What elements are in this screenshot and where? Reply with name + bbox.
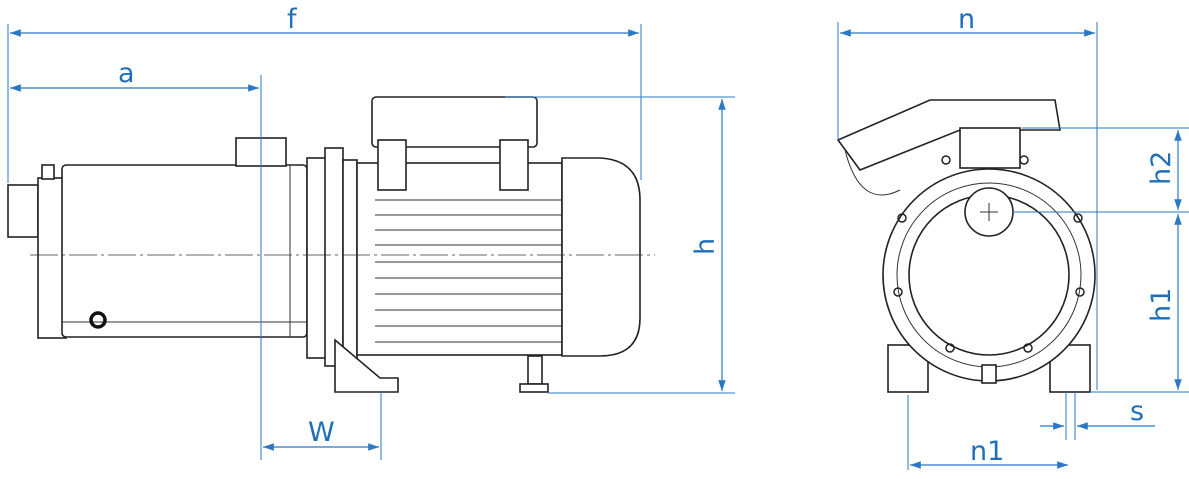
rear-foot [527,355,543,385]
side-view [7,96,655,393]
outlet-nozzle [7,184,39,238]
terminal-box-leg-left [377,139,407,191]
terminal-box-front [836,99,1061,171]
label-n: n [958,4,975,35]
bottom-drain [981,364,997,384]
motor-adapter [306,157,328,359]
label-f: f [287,4,298,35]
label-W: W [308,417,335,448]
dimension-lines [7,22,1189,470]
front-view [836,99,1096,393]
label-h: h [690,238,721,255]
motor-fins [375,199,562,343]
pump-casing [61,164,308,338]
fan-cover [561,157,641,357]
drain-plug [89,311,107,329]
motor-body [356,162,563,356]
front-foot [334,338,399,393]
dimension-labels: f a h W n h2 h1 s n1 [118,4,1177,467]
label-n1: n1 [970,436,1004,467]
terminal-box-leg-right [499,139,529,191]
label-h2: h2 [1146,151,1177,185]
terminal-lid-hinge [844,149,901,196]
label-a: a [118,58,135,89]
terminal-box [371,96,538,148]
label-s: s [1130,396,1144,427]
terminal-box-base [959,127,1021,169]
front-plug [41,164,55,180]
adapter-flange [324,147,344,367]
label-h1: h1 [1146,288,1177,322]
